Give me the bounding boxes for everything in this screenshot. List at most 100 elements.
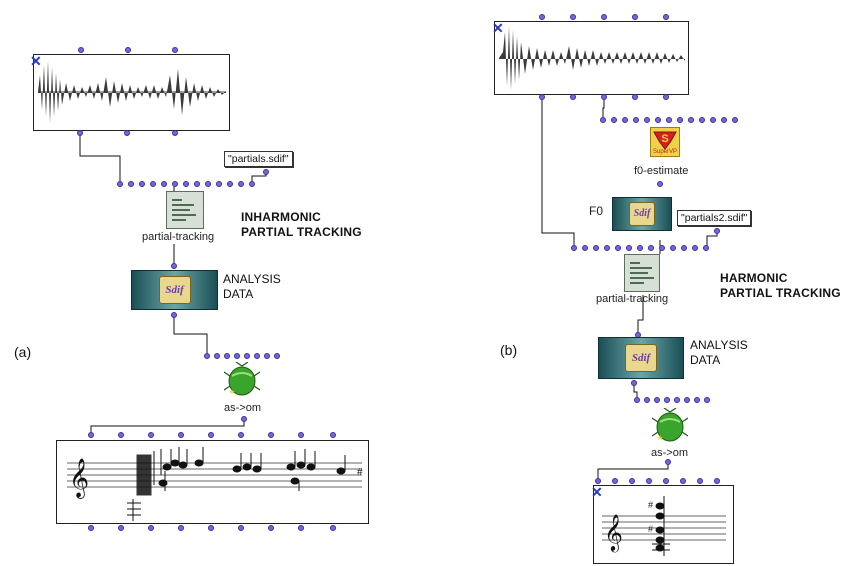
port[interactable] bbox=[214, 353, 220, 359]
port[interactable] bbox=[694, 397, 700, 403]
f0-sdif-object[interactable]: Sdif bbox=[612, 197, 672, 231]
port[interactable] bbox=[657, 181, 663, 187]
port[interactable] bbox=[224, 353, 230, 359]
port[interactable] bbox=[161, 181, 167, 187]
port[interactable] bbox=[634, 397, 640, 403]
port[interactable] bbox=[632, 94, 638, 100]
port[interactable] bbox=[732, 117, 738, 123]
port[interactable] bbox=[697, 478, 703, 484]
port[interactable] bbox=[298, 525, 304, 531]
port[interactable] bbox=[244, 353, 250, 359]
port[interactable] bbox=[227, 181, 233, 187]
close-icon[interactable]: ✕ bbox=[591, 484, 603, 500]
port[interactable] bbox=[714, 478, 720, 484]
port[interactable] bbox=[238, 432, 244, 438]
port[interactable] bbox=[216, 181, 222, 187]
port[interactable] bbox=[595, 478, 601, 484]
port[interactable] bbox=[654, 397, 660, 403]
port[interactable] bbox=[629, 478, 635, 484]
superVP-icon[interactable]: S SuperVP bbox=[650, 127, 680, 157]
port[interactable] bbox=[77, 130, 83, 136]
port[interactable] bbox=[171, 263, 177, 269]
port[interactable] bbox=[178, 432, 184, 438]
port[interactable] bbox=[632, 14, 638, 20]
close-icon[interactable]: ✕ bbox=[492, 20, 504, 36]
port[interactable] bbox=[714, 228, 720, 234]
sdif-filename-a[interactable]: "partials.sdif" bbox=[224, 151, 293, 167]
port[interactable] bbox=[612, 478, 618, 484]
port[interactable] bbox=[626, 245, 632, 251]
port[interactable] bbox=[194, 181, 200, 187]
port[interactable] bbox=[268, 525, 274, 531]
sdif-file-object[interactable]: Sdif bbox=[131, 270, 218, 310]
port[interactable] bbox=[663, 478, 669, 484]
port[interactable] bbox=[644, 117, 650, 123]
score-box-a[interactable]: 𝄞 # bbox=[56, 440, 369, 524]
port[interactable] bbox=[264, 353, 270, 359]
port[interactable] bbox=[666, 117, 672, 123]
sound-box-b[interactable] bbox=[494, 21, 689, 95]
port[interactable] bbox=[88, 432, 94, 438]
port[interactable] bbox=[172, 130, 178, 136]
port[interactable] bbox=[183, 181, 189, 187]
port[interactable] bbox=[721, 117, 727, 123]
port[interactable] bbox=[644, 397, 650, 403]
score-box-b[interactable]: 𝄞 # # bbox=[593, 485, 734, 564]
port[interactable] bbox=[570, 14, 576, 20]
port[interactable] bbox=[171, 312, 177, 318]
port[interactable] bbox=[274, 353, 280, 359]
port[interactable] bbox=[88, 525, 94, 531]
port[interactable] bbox=[117, 181, 123, 187]
port[interactable] bbox=[241, 416, 247, 422]
port[interactable] bbox=[208, 432, 214, 438]
port[interactable] bbox=[124, 130, 130, 136]
port[interactable] bbox=[593, 245, 599, 251]
port[interactable] bbox=[674, 397, 680, 403]
port[interactable] bbox=[604, 245, 610, 251]
port[interactable] bbox=[128, 181, 134, 187]
port[interactable] bbox=[539, 94, 545, 100]
sdif-filename-b[interactable]: "partials2.sdif" bbox=[677, 210, 752, 226]
bug-icon[interactable] bbox=[652, 408, 688, 444]
port[interactable] bbox=[670, 245, 676, 251]
port[interactable] bbox=[148, 432, 154, 438]
port[interactable] bbox=[205, 181, 211, 187]
port[interactable] bbox=[633, 117, 639, 123]
port[interactable] bbox=[125, 47, 131, 53]
port[interactable] bbox=[601, 14, 607, 20]
port[interactable] bbox=[139, 181, 145, 187]
port[interactable] bbox=[172, 181, 178, 187]
partial-tracking-icon[interactable] bbox=[624, 254, 660, 292]
port[interactable] bbox=[710, 117, 716, 123]
port[interactable] bbox=[622, 117, 628, 123]
port[interactable] bbox=[688, 117, 694, 123]
sdif-file-object[interactable]: Sdif bbox=[598, 337, 684, 379]
port[interactable] bbox=[118, 432, 124, 438]
port[interactable] bbox=[663, 14, 669, 20]
port[interactable] bbox=[659, 245, 665, 251]
port[interactable] bbox=[208, 525, 214, 531]
port[interactable] bbox=[178, 525, 184, 531]
port[interactable] bbox=[539, 14, 545, 20]
port[interactable] bbox=[681, 245, 687, 251]
port[interactable] bbox=[254, 353, 260, 359]
port[interactable] bbox=[703, 245, 709, 251]
port[interactable] bbox=[263, 169, 269, 175]
port[interactable] bbox=[234, 353, 240, 359]
port[interactable] bbox=[648, 245, 654, 251]
port[interactable] bbox=[615, 245, 621, 251]
port[interactable] bbox=[637, 245, 643, 251]
port[interactable] bbox=[601, 94, 607, 100]
port[interactable] bbox=[611, 117, 617, 123]
port[interactable] bbox=[704, 397, 710, 403]
bug-icon[interactable] bbox=[224, 362, 260, 398]
port[interactable] bbox=[204, 353, 210, 359]
port[interactable] bbox=[692, 245, 698, 251]
port[interactable] bbox=[600, 117, 606, 123]
port[interactable] bbox=[646, 478, 652, 484]
port[interactable] bbox=[148, 525, 154, 531]
port[interactable] bbox=[631, 380, 637, 386]
port[interactable] bbox=[330, 432, 336, 438]
port[interactable] bbox=[330, 525, 336, 531]
port[interactable] bbox=[571, 245, 577, 251]
